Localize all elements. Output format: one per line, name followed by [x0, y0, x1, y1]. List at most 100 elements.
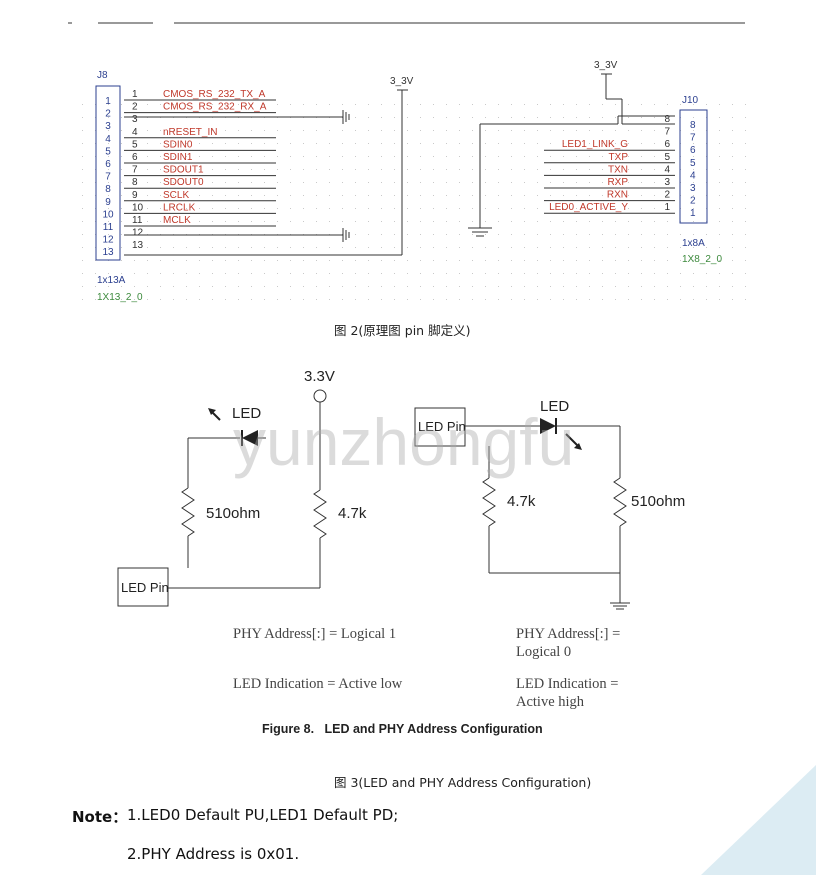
caption-led-phy: 图 3(LED and PHY Address Configuration) [334, 775, 592, 790]
led-pin-label-right: LED Pin [418, 419, 466, 434]
j8-net-labels: CMOS_RS_232_TX_ACMOS_RS_232_RX_AnRESET_I… [124, 89, 276, 227]
grid-dot [264, 130, 265, 131]
j8-inner-pin-9: 9 [132, 190, 138, 201]
grid-dot [394, 143, 395, 144]
led-pin-box-left [117, 567, 169, 607]
grid-dot [459, 130, 460, 131]
phy-address-left: PHY Address[:] = Logical 1 [233, 626, 397, 642]
grid-dot [667, 234, 668, 235]
grid-dot [485, 156, 486, 157]
grid-dot [303, 299, 304, 300]
grid-dot [589, 117, 590, 118]
grid-dot [524, 169, 525, 170]
grid-dot [433, 234, 434, 235]
grid-dot [537, 182, 538, 183]
j10-inner-pin-2: 2 [690, 196, 696, 207]
j10-outer-pin-1: 1 [664, 202, 670, 213]
grid-dot [342, 221, 343, 222]
grid-dot [732, 273, 733, 274]
grid-dot [160, 286, 161, 287]
grid-dot [654, 234, 655, 235]
grid-dot [251, 156, 252, 157]
grid-dot [667, 299, 668, 300]
grid-dot [108, 195, 109, 196]
grid-dot [251, 286, 252, 287]
grid-dot [381, 143, 382, 144]
grid-dot [563, 130, 564, 131]
grid-dot [381, 182, 382, 183]
grid-dot [355, 208, 356, 209]
grid-dot [719, 234, 720, 235]
grid-dot [641, 156, 642, 157]
grid-dot [368, 156, 369, 157]
j8-outer-pin-10: 10 [102, 209, 114, 220]
grid-dot [576, 260, 577, 261]
grid-dot [394, 117, 395, 118]
grid-dot [680, 299, 681, 300]
grid-dot [420, 130, 421, 131]
grid-dot [277, 182, 278, 183]
grid-dot [563, 182, 564, 183]
j10-connector-body [679, 109, 708, 224]
grid-dot [511, 260, 512, 261]
grid-dot [615, 143, 616, 144]
grid-dot [186, 247, 187, 248]
grid-dot [472, 286, 473, 287]
grid-dot [186, 260, 187, 261]
grid-dot [407, 169, 408, 170]
grid-dot [498, 156, 499, 157]
grid-dot [732, 169, 733, 170]
grid-dot [615, 156, 616, 157]
grid-dot [472, 247, 473, 248]
grid-dot [342, 299, 343, 300]
grid-dot [667, 182, 668, 183]
grid-dot [602, 221, 603, 222]
grid-dot [602, 273, 603, 274]
j8-net-cmos_rs_232_rx_a: CMOS_RS_232_RX_A [163, 102, 267, 113]
grid-dot [654, 286, 655, 287]
grid-dot [433, 130, 434, 131]
grid-dot [82, 117, 83, 118]
grid-dot [524, 130, 525, 131]
j10-net-rxp: RXP [607, 177, 628, 188]
grid-dot [82, 143, 83, 144]
grid-dot [511, 143, 512, 144]
grid-dot [277, 104, 278, 105]
grid-dot [615, 208, 616, 209]
grid-dot [394, 299, 395, 300]
grid-dot [485, 260, 486, 261]
grid-dot [706, 260, 707, 261]
grid-dot [407, 130, 408, 131]
grid-dot [160, 195, 161, 196]
grid-dot [381, 156, 382, 157]
grid-dot [667, 104, 668, 105]
grid-dot [173, 260, 174, 261]
grid-dot [251, 273, 252, 274]
grid-dot [212, 299, 213, 300]
grid-dot [654, 260, 655, 261]
grid-dot [238, 169, 239, 170]
grid-dot [537, 221, 538, 222]
grid-dot [121, 195, 122, 196]
grid-dot [576, 182, 577, 183]
grid-dot [654, 273, 655, 274]
grid-dot [225, 247, 226, 248]
grid-dot [654, 156, 655, 157]
grid-dot [420, 234, 421, 235]
grid-dot [615, 182, 616, 183]
grid-dot [134, 182, 135, 183]
grid-dot [238, 273, 239, 274]
grid-dot [745, 156, 746, 157]
grid-dot [160, 130, 161, 131]
grid-dot [615, 195, 616, 196]
j10-inner-pin-8: 8 [690, 120, 696, 131]
j10-net-led0_active_y: LED0_ACTIVE_Y [549, 202, 628, 213]
grid-dot [316, 104, 317, 105]
grid-dot [186, 299, 187, 300]
grid-dot [290, 169, 291, 170]
header-rules [68, 22, 745, 24]
grid-dot [199, 156, 200, 157]
grid-dot [472, 195, 473, 196]
grid-dot [134, 143, 135, 144]
grid-dot [381, 247, 382, 248]
